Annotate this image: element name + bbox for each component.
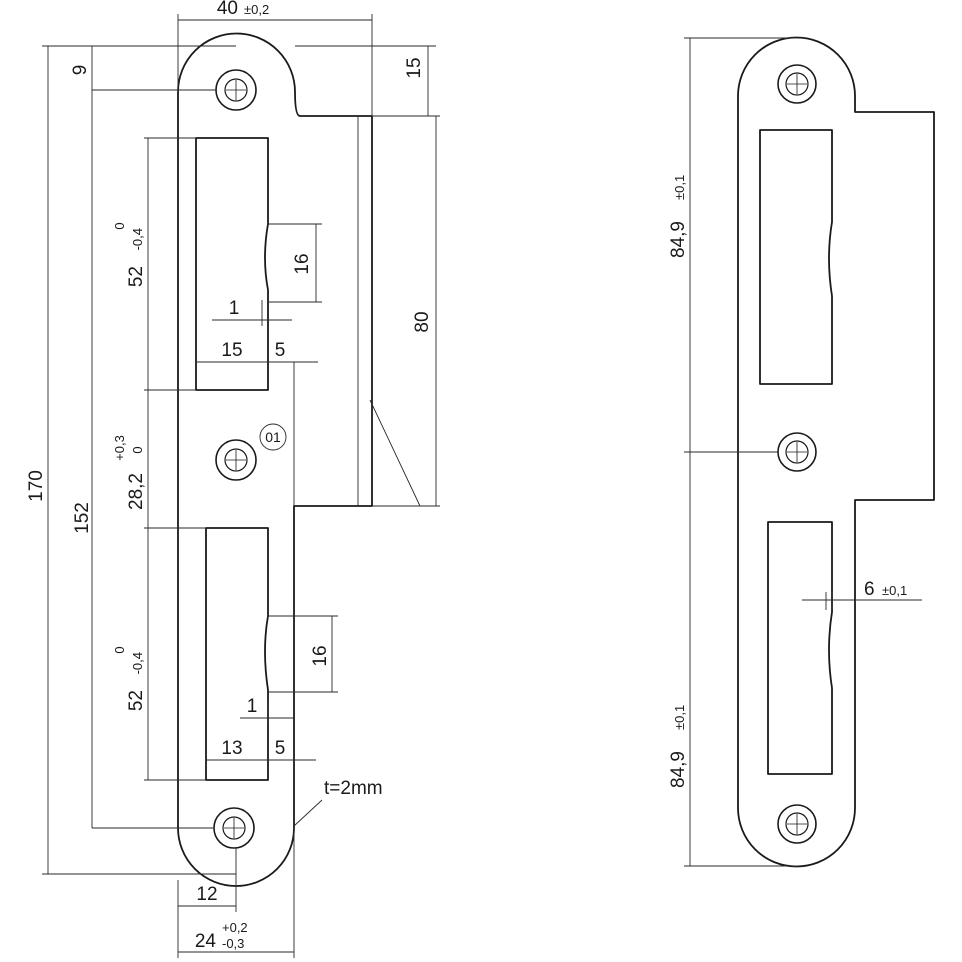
dim-40-tol: ±0,2 — [244, 2, 269, 17]
right-6-value: 6 — [864, 579, 875, 600]
slot-upper-value: 52 — [126, 266, 147, 287]
top-screw-hole — [215, 69, 257, 111]
margin-lower: 5 — [275, 738, 286, 759]
bottom-screw-hole — [213, 807, 255, 849]
right-lower-slot — [767, 521, 833, 775]
right-lower-tol: ±0,1 — [672, 705, 687, 730]
slot-width-lower: 13 — [221, 738, 242, 759]
middle-screw-hole — [215, 439, 257, 481]
spacing-value: 28,2 — [126, 473, 147, 510]
slot-lower-value: 52 — [126, 690, 147, 711]
width-24-value: 24 — [195, 931, 217, 952]
right-lower-value: 84,9 — [668, 751, 689, 788]
dim-80: 80 — [412, 311, 433, 332]
notch-lower: 16 — [310, 645, 331, 666]
margin-upper: 5 — [275, 340, 286, 361]
left-strike-plate: 01 40 ±0,2 15 80 9 170 152 — [26, 0, 440, 958]
slot-lower-tol-lower: -0,4 — [130, 652, 145, 674]
right-top-screw-hole — [777, 64, 817, 104]
right-strike-plate: 84,9 ±0,1 84,9 ±0,1 6 ±0,1 — [668, 36, 935, 868]
spacing-tol-lower: 0 — [130, 446, 145, 453]
right-upper-slot — [759, 129, 833, 385]
right-6-tol: ±0,1 — [882, 583, 907, 598]
dim-152: 152 — [72, 502, 93, 534]
slot-lower-tol-upper: 0 — [112, 646, 127, 653]
upper-slot — [195, 137, 269, 391]
offset-lower: 1 — [247, 696, 258, 717]
right-bottom-screw-hole — [777, 804, 817, 844]
thickness-label: t=2mm — [324, 778, 383, 799]
offset-upper: 1 — [229, 298, 240, 319]
spacing-tol-upper: +0,3 — [112, 435, 127, 461]
slot-upper-tol-upper: 0 — [112, 222, 127, 229]
left-plate-outline — [177, 32, 373, 887]
dim-12: 12 — [196, 884, 217, 905]
width-24-tol-lower: -0,3 — [222, 936, 244, 951]
dim-40-value: 40 — [217, 0, 238, 19]
notch-upper: 16 — [292, 253, 313, 274]
slot-upper-tol-lower: -0,4 — [130, 228, 145, 250]
right-upper-value: 84,9 — [668, 221, 689, 258]
dim-9: 9 — [70, 65, 91, 76]
part-mark-circle — [259, 423, 287, 451]
right-upper-tol: ±0,1 — [672, 175, 687, 200]
right-middle-screw-hole — [777, 432, 817, 472]
right-plate-outline — [737, 36, 935, 868]
dim-15: 15 — [404, 57, 425, 78]
dim-170: 170 — [26, 470, 47, 502]
width-24-tol-upper: +0,2 — [222, 920, 248, 935]
slot-width-upper: 15 — [221, 340, 242, 361]
part-mark: 01 — [265, 429, 281, 445]
